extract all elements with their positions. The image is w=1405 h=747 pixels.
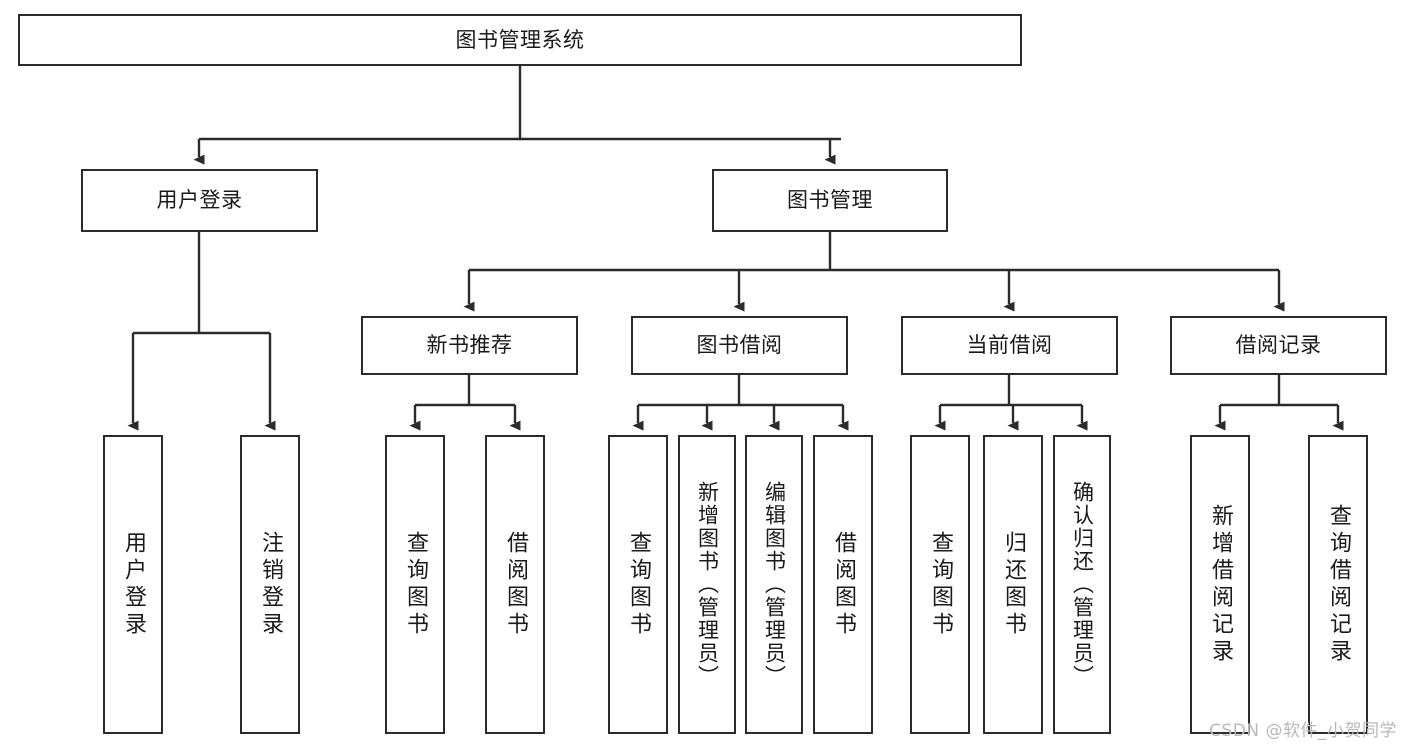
node-leaf-logout-label: 注销登录	[258, 530, 283, 639]
watermark-text: CSDN @软件_小贺同学	[1209, 721, 1397, 741]
node-leaf-confirm-return-admin[interactable]: 确认归还（管理员）	[1053, 435, 1111, 734]
node-book-manage[interactable]: 图书管理	[712, 169, 948, 232]
node-leaf-query-book-3-label: 查询图书	[928, 530, 953, 639]
node-leaf-edit-book-admin[interactable]: 编辑图书（管理员）	[745, 435, 803, 734]
node-root-label: 图书管理系统	[455, 27, 585, 52]
node-leaf-logout[interactable]: 注销登录	[240, 435, 300, 734]
node-user-login[interactable]: 用户登录	[81, 169, 318, 232]
node-leaf-borrow-book-2-label: 借阅图书	[831, 530, 856, 639]
node-leaf-confirm-return-admin-label: 确认归还（管理员）	[1070, 481, 1095, 688]
node-current-borrow[interactable]: 当前借阅	[901, 316, 1118, 375]
node-leaf-add-book-admin[interactable]: 新增图书（管理员）	[678, 435, 736, 734]
node-new-book-recommend-label: 新书推荐	[426, 333, 513, 357]
node-borrow-record[interactable]: 借阅记录	[1170, 316, 1387, 375]
node-leaf-return-book-label: 归还图书	[1001, 530, 1026, 639]
node-book-manage-label: 图书管理	[787, 188, 873, 212]
node-leaf-query-book-1-label: 查询图书	[403, 530, 428, 639]
node-leaf-edit-book-admin-label: 编辑图书（管理员）	[762, 481, 787, 688]
node-leaf-add-book-admin-label: 新增图书（管理员）	[695, 481, 720, 688]
node-leaf-add-borrow-record[interactable]: 新增借阅记录	[1190, 435, 1250, 734]
node-borrow-record-label: 借阅记录	[1235, 333, 1322, 357]
node-book-borrow[interactable]: 图书借阅	[631, 316, 848, 375]
node-leaf-user-login[interactable]: 用户登录	[103, 435, 163, 734]
node-leaf-borrow-book-2[interactable]: 借阅图书	[813, 435, 873, 734]
node-book-borrow-label: 图书借阅	[696, 333, 783, 357]
node-leaf-query-book-1[interactable]: 查询图书	[385, 435, 445, 734]
node-current-borrow-label: 当前借阅	[966, 333, 1053, 357]
node-leaf-add-borrow-record-label: 新增借阅记录	[1208, 503, 1233, 666]
node-root[interactable]: 图书管理系统	[18, 14, 1022, 66]
node-leaf-return-book[interactable]: 归还图书	[983, 435, 1043, 734]
node-leaf-borrow-book-1[interactable]: 借阅图书	[485, 435, 545, 734]
node-leaf-query-borrow-record[interactable]: 查询借阅记录	[1308, 435, 1368, 734]
node-leaf-query-book-3[interactable]: 查询图书	[910, 435, 970, 734]
node-leaf-query-book-2-label: 查询图书	[626, 530, 651, 639]
node-new-book-recommend[interactable]: 新书推荐	[361, 316, 578, 375]
node-leaf-query-book-2[interactable]: 查询图书	[608, 435, 668, 734]
node-leaf-query-borrow-record-label: 查询借阅记录	[1326, 503, 1351, 666]
node-leaf-user-login-label: 用户登录	[121, 530, 146, 639]
node-leaf-borrow-book-1-label: 借阅图书	[503, 530, 528, 639]
node-user-login-label: 用户登录	[156, 188, 243, 212]
